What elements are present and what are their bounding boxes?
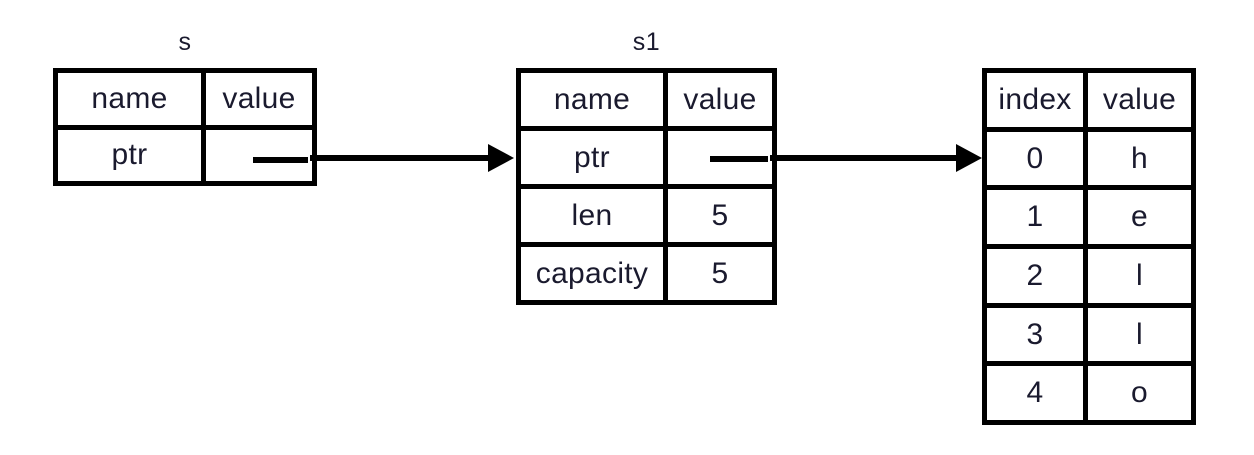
field-value-ptr (668, 131, 772, 184)
column-header-name: name (58, 73, 206, 125)
table-row: 2 l (987, 249, 1191, 308)
struct-table-s1: name value ptr len 5 capacity 5 (516, 68, 777, 305)
cell-value-1: e (1088, 190, 1191, 245)
cell-value-4: o (1088, 366, 1191, 421)
cell-value-3: l (1088, 307, 1191, 362)
field-value-ptr (206, 129, 312, 181)
table-header-row: index value (987, 73, 1191, 132)
table-header-row: name value (521, 73, 772, 131)
arrow-head-s1-to-heap (956, 144, 982, 172)
table-header-row: name value (58, 73, 312, 130)
pointer-stub-icon (710, 156, 768, 162)
table-row: 1 e (987, 190, 1191, 250)
column-header-value: value (668, 73, 772, 126)
column-header-name: name (521, 73, 668, 126)
field-name-capacity: capacity (521, 247, 668, 300)
arrow-head-s-to-s1 (488, 144, 514, 172)
cell-index-1: 1 (987, 190, 1088, 245)
table-label-s: s (178, 28, 192, 56)
table-row: ptr (521, 131, 772, 189)
field-name-len: len (521, 189, 668, 242)
struct-table-s: name value ptr (53, 68, 317, 186)
column-header-value: value (1088, 73, 1191, 127)
table-row: capacity 5 (521, 247, 772, 300)
column-header-index: index (987, 73, 1088, 127)
table-row: 0 h (987, 131, 1191, 191)
cell-index-4: 4 (987, 366, 1088, 421)
cell-index-0: 0 (987, 131, 1088, 186)
field-value-capacity: 5 (668, 247, 772, 300)
cell-index-2: 2 (987, 249, 1088, 303)
field-name-ptr: ptr (58, 129, 206, 181)
table-row: 4 o (987, 366, 1191, 421)
arrow-line-s1-to-heap (770, 155, 956, 161)
table-row: 3 l (987, 307, 1191, 367)
cell-value-2: l (1088, 249, 1191, 303)
table-row: ptr (58, 129, 312, 181)
field-name-ptr: ptr (521, 131, 668, 184)
field-value-len: 5 (668, 189, 772, 242)
cell-value-0: h (1088, 131, 1191, 186)
array-table-heap: index value 0 h 1 e 2 l 3 l 4 o (982, 68, 1196, 425)
arrow-line-s-to-s1 (310, 155, 488, 161)
table-label-s1: s1 (632, 28, 661, 56)
pointer-stub-icon (253, 156, 308, 163)
cell-index-3: 3 (987, 307, 1088, 362)
column-header-value: value (206, 73, 312, 125)
table-row: len 5 (521, 189, 772, 247)
